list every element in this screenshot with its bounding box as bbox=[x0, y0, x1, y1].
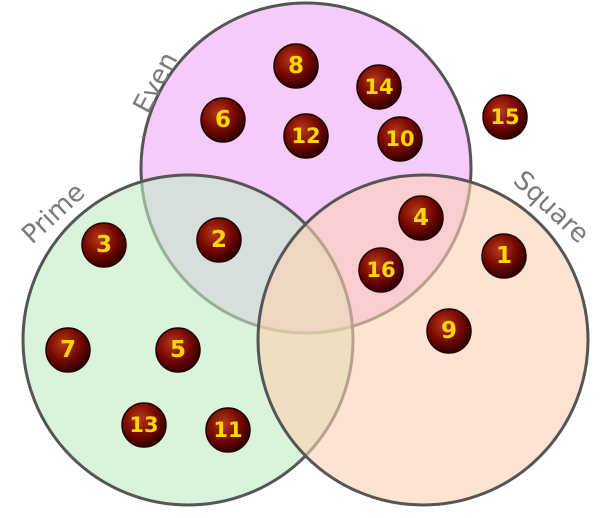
number-ball: 6 bbox=[200, 97, 246, 143]
number-label: 4 bbox=[413, 205, 429, 231]
number-ball: 14 bbox=[356, 64, 402, 110]
number-label: 15 bbox=[490, 105, 519, 129]
number-ball: 16 bbox=[358, 247, 404, 293]
number-ball: 7 bbox=[45, 327, 91, 373]
number-ball: 4 bbox=[398, 195, 444, 241]
number-label: 6 bbox=[215, 107, 231, 133]
number-ball: 10 bbox=[377, 116, 423, 162]
number-ball: 13 bbox=[121, 402, 167, 448]
number-ball: 15 bbox=[482, 94, 528, 140]
number-label: 8 bbox=[288, 53, 304, 79]
number-ball: 1 bbox=[481, 233, 527, 279]
number-ball: 2 bbox=[196, 217, 242, 263]
number-ball: 11 bbox=[205, 407, 251, 453]
number-label: 14 bbox=[364, 75, 393, 99]
number-label: 7 bbox=[60, 337, 76, 363]
number-balls: 8 14 6 12 10 2 4 16 bbox=[45, 43, 528, 453]
number-ball: 9 bbox=[426, 308, 472, 354]
number-label: 16 bbox=[366, 258, 395, 282]
number-ball: 5 bbox=[155, 327, 201, 373]
number-ball: 12 bbox=[283, 113, 329, 159]
number-label: 3 bbox=[96, 232, 112, 258]
number-label: 11 bbox=[213, 418, 242, 442]
number-ball: 8 bbox=[273, 43, 319, 89]
number-label: 1 bbox=[496, 243, 512, 269]
number-ball: 3 bbox=[81, 222, 127, 268]
number-label: 9 bbox=[441, 318, 457, 344]
number-label: 10 bbox=[385, 127, 414, 151]
number-label: 13 bbox=[129, 413, 158, 437]
number-label: 5 bbox=[170, 337, 186, 363]
number-label: 12 bbox=[291, 124, 320, 148]
number-label: 2 bbox=[211, 227, 227, 253]
